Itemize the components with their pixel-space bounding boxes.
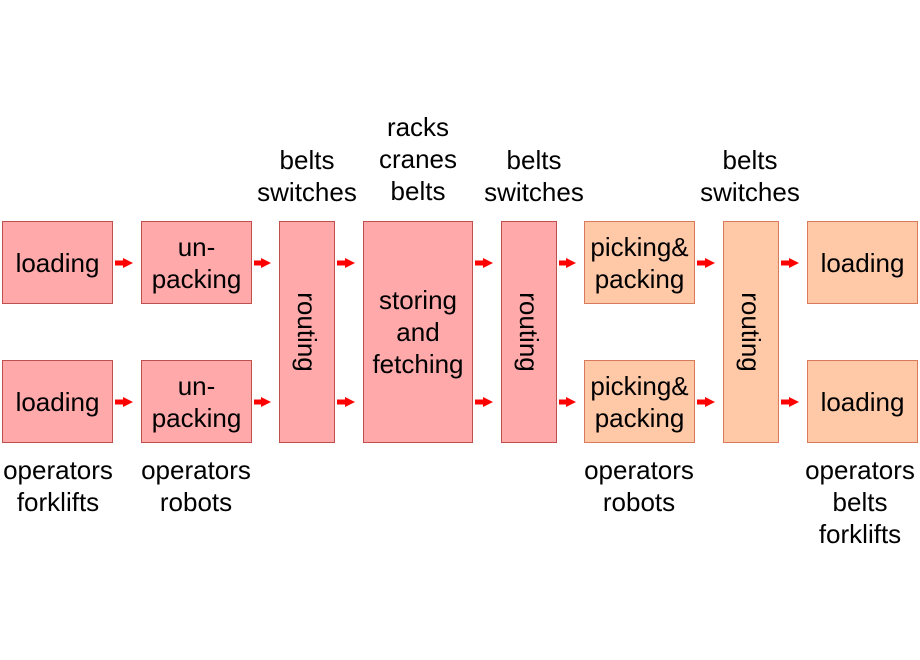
picking-resources-label: operators robots [584,455,694,517]
loading-in-bottom-box: loading [2,360,113,443]
routing-3-resources-label: belts switches [700,145,800,207]
loading-out-resources-label: operators belts forklifts [805,455,915,549]
unpacking-top-box: un- packing [141,221,252,304]
routing-1-box: routing [279,221,335,443]
routing-3-box: routing [723,221,779,443]
picking-top-box: picking& packing [584,221,695,304]
storing-fetching-box: storing and fetching [363,221,473,443]
picking-bottom-box: picking& packing [584,360,695,443]
loading-in-resources-label: operators forklifts [3,455,113,517]
routing-2-resources-label: belts switches [484,145,584,207]
loading-out-bottom-box: loading [807,360,918,443]
loading-in-top-box: loading [2,221,113,304]
loading-out-top-box: loading [807,221,918,304]
routing-2-box: routing [501,221,557,443]
unpacking-resources-label: operators robots [141,455,251,517]
routing-1-resources-label: belts switches [257,145,357,207]
storing-resources-label: racks cranes belts [378,112,458,206]
unpacking-bottom-box: un- packing [141,360,252,443]
